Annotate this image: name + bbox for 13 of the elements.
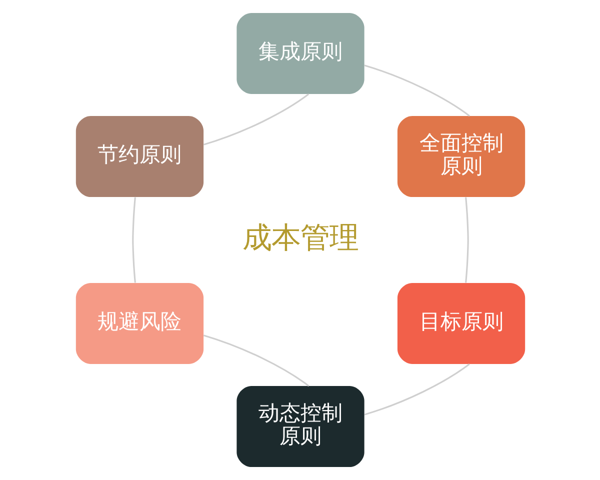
connector — [464, 197, 468, 283]
connector — [364, 364, 470, 416]
node-box: 集成原则 — [236, 12, 364, 94]
node-box: 目标原则 — [396, 282, 525, 364]
connector — [132, 197, 136, 283]
connector — [203, 94, 309, 146]
connector — [202, 334, 309, 387]
node-box: 动态控制原则 — [236, 386, 364, 468]
node-box: 规避风险 — [75, 282, 204, 364]
node-box: 全面控制原则 — [396, 116, 525, 198]
connector — [364, 64, 470, 117]
node-box: 节约原则 — [75, 116, 204, 198]
label: 成本管理 — [242, 220, 358, 255]
